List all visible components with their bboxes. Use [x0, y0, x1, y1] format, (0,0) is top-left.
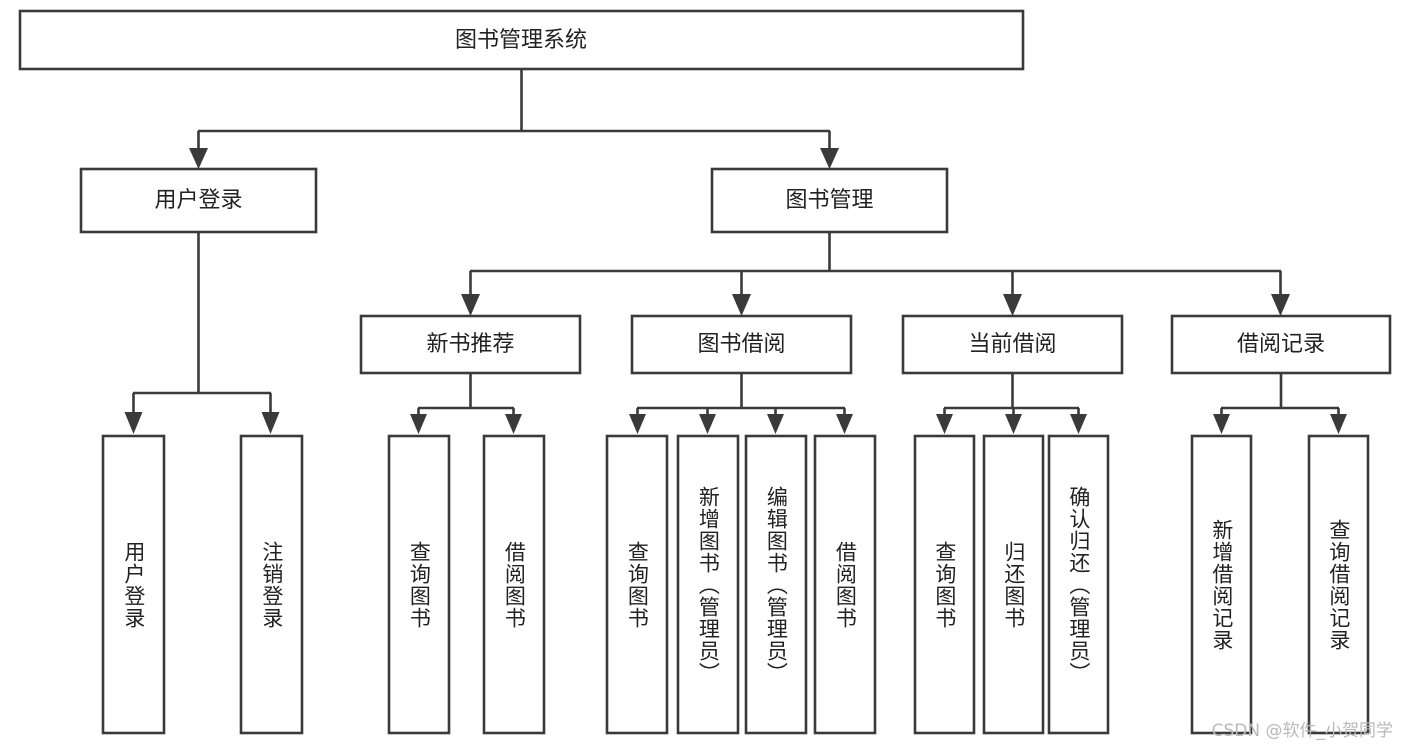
leaf-box-bb-edit[interactable]	[744, 434, 808, 735]
arrow-to-leaf-cb-3	[1070, 414, 1087, 434]
node-new-book-box[interactable]	[359, 314, 582, 375]
arrow-to-leaf-bb-3	[767, 414, 784, 434]
leaf-box-nb-borrow[interactable]	[482, 434, 546, 735]
arrow-to-leaf-bb-4	[836, 414, 853, 434]
leaf-box-bb-query[interactable]	[605, 434, 669, 735]
leaf-box-br-query[interactable]	[1307, 434, 1370, 735]
leaf-box-cb-query[interactable]	[913, 434, 976, 735]
leaf-box-cb-confirm[interactable]	[1047, 434, 1110, 735]
arrow-to-borrow-record	[1271, 294, 1290, 316]
node-current-borrow-box[interactable]	[901, 314, 1124, 375]
arrow-to-leaf-user-login	[124, 412, 143, 434]
arrow-to-current-borrow	[1003, 294, 1022, 316]
node-book-manage-box[interactable]	[710, 167, 949, 234]
node-borrow-record-label: 借阅记录	[1237, 332, 1325, 357]
arrow-to-leaf-cb-1	[936, 414, 953, 434]
arrow-to-leaf-nb-1	[410, 414, 427, 434]
node-root-box[interactable]	[18, 9, 1025, 71]
node-book-borrow-label: 图书借阅	[697, 332, 785, 357]
arrow-to-leaf-br-1	[1213, 414, 1230, 434]
leaf-box-cb-return[interactable]	[982, 434, 1045, 735]
arrow-to-leaf-nb-2	[505, 414, 522, 434]
leaf-box-user-login[interactable]	[101, 434, 166, 735]
leaf-box-br-add[interactable]	[1190, 434, 1253, 735]
node-user-login-label: 用户登录	[154, 188, 242, 213]
node-current-borrow-label: 当前借阅	[968, 332, 1056, 357]
node-borrow-record-box[interactable]	[1170, 314, 1392, 375]
arrow-to-book-manage	[820, 148, 839, 169]
arrow-to-leaf-bb-2	[699, 414, 716, 434]
node-root-label: 图书管理系统	[455, 28, 587, 53]
arrow-to-user-login	[189, 148, 208, 169]
node-new-book-label: 新书推荐	[426, 332, 514, 357]
leaf-box-bb-add[interactable]	[676, 434, 740, 735]
arrow-to-leaf-bb-1	[629, 414, 646, 434]
watermark-text: CSDN @软件_小贺同学	[1211, 721, 1393, 741]
node-book-borrow-box[interactable]	[630, 314, 853, 375]
leaf-box-nb-query[interactable]	[387, 434, 451, 735]
node-book-manage-label: 图书管理	[785, 188, 873, 213]
arrow-to-new-book	[461, 294, 480, 316]
arrow-to-leaf-cb-2	[1005, 414, 1022, 434]
arrow-to-book-borrow	[732, 294, 751, 316]
leaf-box-logout[interactable]	[239, 434, 304, 735]
leaf-box-bb-borrow[interactable]	[813, 434, 877, 735]
arrow-to-leaf-br-2	[1330, 414, 1347, 434]
arrow-to-leaf-logout	[261, 412, 280, 434]
